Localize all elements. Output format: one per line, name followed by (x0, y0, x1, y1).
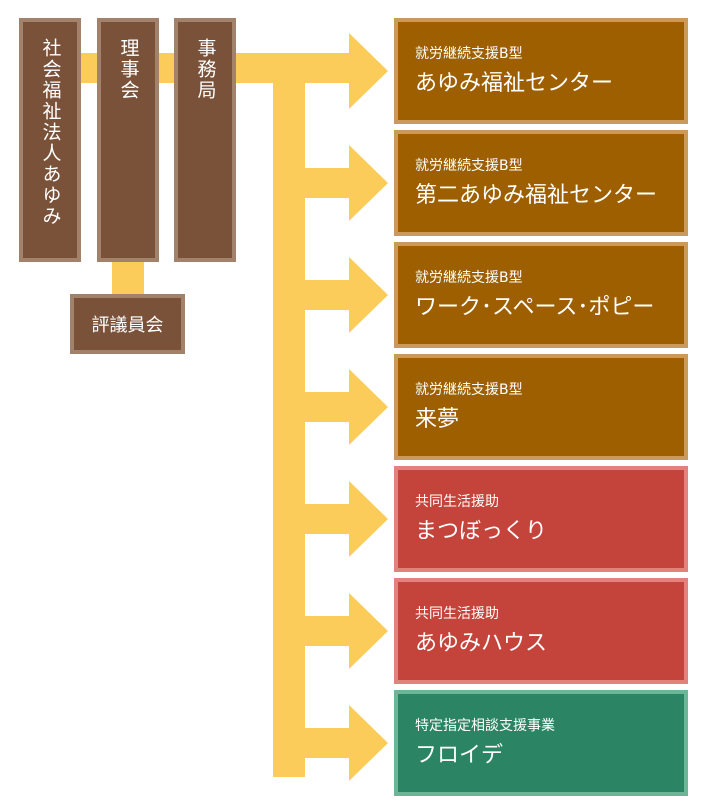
board-council-connector (112, 258, 144, 298)
vertical-trunk (273, 53, 305, 777)
facility-category: 共同生活援助 (415, 494, 499, 510)
arrow-head-3 (349, 257, 388, 333)
corporation-label: 社会福祉法人あゆみ (39, 38, 62, 227)
arrow-head-1 (349, 33, 388, 109)
arrow-head-7 (349, 705, 388, 781)
facility-category: 共同生活援助 (415, 606, 499, 622)
arrow-head-4 (349, 369, 388, 445)
facility-category: 就労継続支援B型 (415, 46, 523, 62)
office-box: 事務局 (174, 18, 236, 262)
board-box: 理事会 (97, 18, 159, 262)
facility-category: 就労継続支援B型 (415, 158, 523, 174)
arrow-head-5 (349, 481, 388, 557)
board-label: 理事会 (117, 38, 140, 101)
council-label: 評議員会 (91, 315, 164, 336)
facility-name: まつぼっくり (415, 519, 548, 544)
arrow-head-2 (349, 145, 388, 221)
office-label: 事務局 (194, 38, 217, 101)
facility-name: 来夢 (415, 407, 460, 432)
facility-category: 特定指定相談支援事業 (415, 718, 555, 734)
corporation-box: 社会福祉法人あゆみ (19, 18, 81, 262)
arrow-head-6 (349, 593, 388, 669)
facility-box-4: 就労継続支援B型 来夢 (394, 354, 688, 460)
facility-name: あゆみ福祉センター (415, 71, 614, 96)
facility-box-6: 共同生活援助 あゆみハウス (394, 578, 688, 684)
connector-arrows (81, 33, 388, 781)
facility-box-5: 共同生活援助 まつぼっくり (394, 466, 688, 572)
facility-name: あゆみハウス (415, 631, 548, 656)
facility-category: 就労継続支援B型 (415, 270, 523, 286)
facility-category: 就労継続支援B型 (415, 382, 523, 398)
facility-box-3: 就労継続支援B型 ワーク･スペース･ポピー (394, 242, 688, 348)
facility-name: 第二あゆみ福祉センター (415, 183, 658, 208)
facility-box-1: 就労継続支援B型 あゆみ福祉センター (394, 18, 688, 124)
facility-name: ワーク･スペース･ポピー (415, 295, 655, 320)
facility-box-2: 就労継続支援B型 第二あゆみ福祉センター (394, 130, 688, 236)
facility-name: フロイデ (415, 743, 504, 768)
council-box: 評議員会 (70, 294, 185, 354)
facility-box-7: 特定指定相談支援事業 フロイデ (394, 690, 688, 796)
